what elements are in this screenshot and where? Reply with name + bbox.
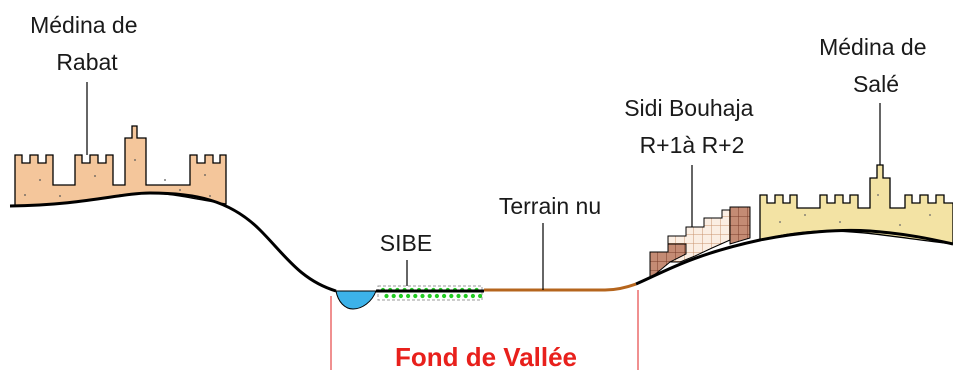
sibe-dot	[478, 293, 483, 299]
sibe-dot	[413, 293, 418, 299]
terrain-nu-segment	[484, 282, 637, 292]
fond-de-vallee-title: Fond de Vallée	[395, 342, 577, 372]
ground-profile-line	[9, 191, 953, 293]
sibe-dot	[406, 293, 411, 299]
sidi-bouhaja-dark-block	[729, 206, 751, 245]
medina-sale-label: Médina de Salé	[819, 34, 933, 97]
sidi-bouhaja-label: Sidi Bouhaja R+1à R+2	[624, 95, 760, 158]
sibe-dot	[456, 293, 461, 299]
sibe-dot	[391, 293, 396, 299]
sibe-dot	[384, 293, 389, 299]
sale-wall-texture	[779, 194, 931, 226]
sibe-dot	[442, 293, 447, 299]
sidi-bouhaja-buildings	[649, 206, 751, 279]
sale-wall-shape	[759, 164, 953, 245]
sibe-dot	[398, 293, 403, 299]
medina-rabat-wall	[14, 125, 227, 207]
sibe-zone	[377, 285, 483, 301]
sibe-dot	[470, 293, 475, 299]
sibe-dot	[449, 293, 454, 299]
rabat-wall-shape	[14, 125, 227, 207]
fond-de-vallee-markers	[330, 290, 639, 370]
sibe-dot	[463, 293, 468, 299]
terrain-nu-label: Terrain nu	[499, 193, 601, 219]
sibe-dot	[420, 293, 425, 299]
medina-sale-wall	[759, 164, 953, 245]
river	[335, 290, 377, 310]
sibe-dot	[427, 293, 432, 299]
label-pointers	[86, 82, 881, 290]
medina-rabat-label: Médina de Rabat	[30, 12, 144, 75]
sibe-dot	[434, 293, 439, 299]
sibe-label: SIBE	[380, 230, 432, 256]
